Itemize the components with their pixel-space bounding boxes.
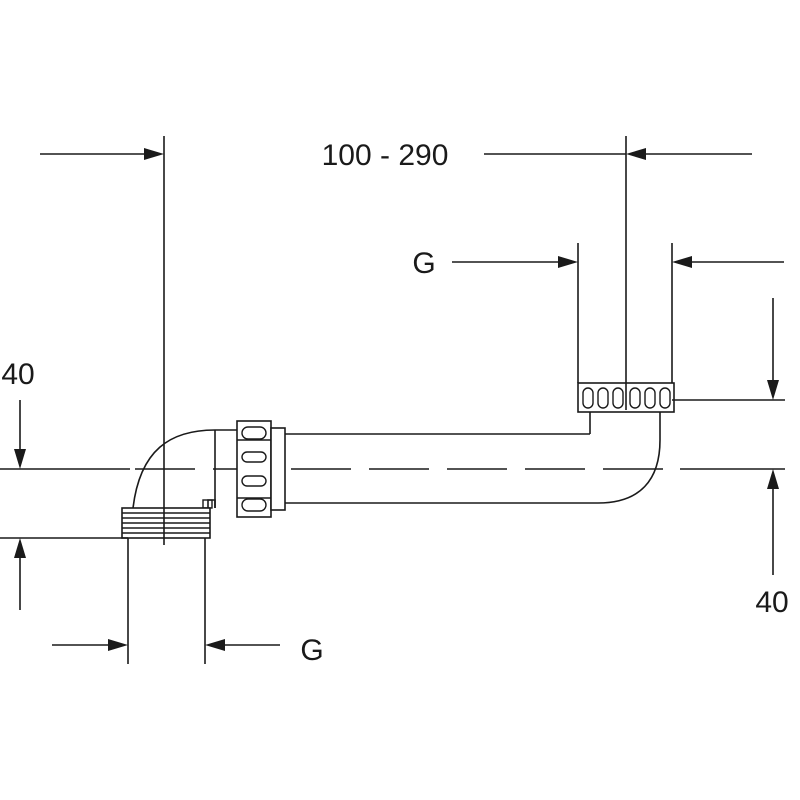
- inlet-thread-label: G: [300, 634, 323, 667]
- dimension-outlet-thread: G: [412, 247, 784, 280]
- dimension-inlet-thread: G: [52, 634, 324, 667]
- reference-lines: [163, 136, 627, 545]
- dimension-left-offset: 40: [0, 358, 128, 610]
- right-offset-label: 40: [755, 586, 788, 619]
- union-nut: [236, 420, 286, 518]
- pipe-body: [285, 412, 661, 504]
- dimension-right-offset: 40: [672, 298, 789, 619]
- left-offset-label: 40: [1, 358, 34, 391]
- inlet-thread: [121, 507, 211, 664]
- outlet-thread-label: G: [412, 247, 435, 280]
- dimension-overall-length: 100 - 290: [40, 139, 752, 172]
- overall-length-label: 100 - 290: [322, 139, 449, 172]
